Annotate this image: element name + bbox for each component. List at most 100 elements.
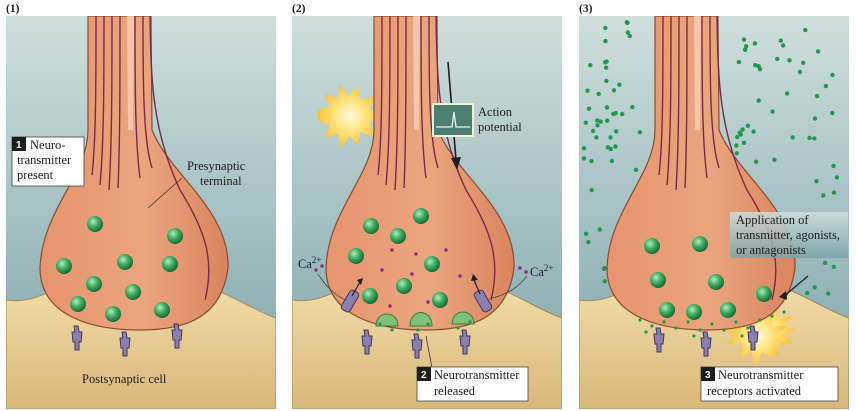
drug-dot <box>735 134 740 140</box>
ca-influx-arrow-right <box>473 279 481 295</box>
receptor <box>119 331 131 357</box>
vesicle <box>125 284 141 300</box>
drug-dot <box>740 127 745 132</box>
step-3-text: Neurotransmitter receptors activated <box>707 368 807 398</box>
drug-dot <box>585 88 590 93</box>
axon-fibers <box>91 16 210 301</box>
drug-dot <box>770 109 775 114</box>
drug-dot <box>752 41 758 46</box>
drug-dot <box>584 231 589 236</box>
panel-3: (3) <box>579 3 849 409</box>
drug-dot <box>603 65 609 70</box>
vesicle <box>105 306 121 322</box>
presynaptic-terminal <box>325 16 515 331</box>
drug-dot <box>589 158 594 164</box>
ap-arrow-head <box>451 157 461 170</box>
drug-dot <box>596 91 601 97</box>
drug-dot <box>831 264 836 269</box>
vesicle <box>87 216 103 232</box>
action-potential-trace <box>432 103 474 137</box>
drug-dot <box>598 119 603 124</box>
drug-dot <box>604 78 609 84</box>
drug-dot <box>736 59 742 65</box>
drug-dot <box>633 167 639 172</box>
drug-dot <box>805 290 810 296</box>
panel-1-label: (1) <box>6 3 20 15</box>
drug-dot <box>778 38 783 43</box>
drug-dot <box>753 62 758 68</box>
drug-dot <box>609 158 615 164</box>
drug-dot <box>814 179 819 184</box>
applied-drug-dots <box>581 20 840 303</box>
vesicles <box>348 208 448 308</box>
drug-dot <box>605 118 610 123</box>
drug-dot <box>815 49 821 54</box>
leader-line <box>425 335 433 369</box>
step-2-callout: 2 Neurotransmitter released <box>416 366 529 402</box>
drug-dot <box>603 25 608 31</box>
drug-dot <box>625 30 631 35</box>
vesicle <box>117 254 133 270</box>
ca-right-label: Ca2+ <box>530 263 553 279</box>
drug-dot <box>790 135 795 140</box>
drug-dot <box>807 135 812 141</box>
drug-dot <box>830 110 835 116</box>
drug-dot <box>784 91 790 96</box>
ca-channels <box>340 289 493 313</box>
vesicle <box>162 256 178 272</box>
vesicles <box>644 236 772 320</box>
drug-dot <box>583 120 588 125</box>
drug-dot <box>620 111 625 117</box>
drug-dot <box>601 266 607 271</box>
receptor <box>71 325 83 351</box>
step-2-text: Neurotransmitter released <box>434 368 523 398</box>
drug-dot <box>826 291 831 296</box>
vesicle <box>167 228 183 244</box>
drug-dot <box>822 260 828 266</box>
drug-dot <box>756 98 761 103</box>
svg-text:3: 3 <box>705 370 711 381</box>
cleft-dots <box>638 310 786 338</box>
vesicle <box>70 296 86 312</box>
drug-dot <box>625 20 630 25</box>
receptors <box>653 325 759 357</box>
step-3-callout: 3 Neurotransmitter receptors activated <box>700 366 839 402</box>
drug-dot <box>801 60 806 65</box>
axon-fibers <box>377 16 496 301</box>
drug-dot <box>586 106 592 111</box>
drug-dot <box>734 143 739 148</box>
svg-text:2: 2 <box>421 370 427 381</box>
drug-dot <box>603 60 608 65</box>
step-badge <box>12 137 26 151</box>
drug-dot <box>597 227 602 232</box>
drug-dot <box>742 47 748 52</box>
drug-dot <box>594 135 599 140</box>
drug-dot <box>630 104 635 110</box>
panel-1: (1) <box>6 3 276 409</box>
drug-dot <box>604 105 610 110</box>
drug-dot <box>812 285 817 290</box>
step-1-text: Neuro- transmitter present <box>17 138 74 182</box>
drug-dot <box>611 111 616 117</box>
postsynaptic-label: Postsynaptic cell <box>82 372 167 386</box>
drug-dot <box>797 69 803 75</box>
drug-dot <box>617 82 622 87</box>
panel-3-label: (3) <box>579 3 593 15</box>
drug-dot <box>627 33 632 39</box>
calcium-ions <box>314 248 528 308</box>
receptors <box>361 329 471 359</box>
drug-dot <box>611 88 617 93</box>
drug-dot <box>812 116 818 121</box>
drug-dot <box>757 67 763 72</box>
presynaptic-terminal <box>39 16 229 331</box>
panel-2: (2) Action <box>292 3 562 409</box>
drug-dot <box>803 27 808 33</box>
drug-dot <box>602 279 607 284</box>
vesicle <box>56 258 72 274</box>
drug-dot <box>821 193 826 198</box>
drug-dot <box>581 156 587 161</box>
svg-text:1: 1 <box>16 140 22 151</box>
vesicle <box>154 302 170 318</box>
action-potential-label: Action potential <box>478 105 522 134</box>
